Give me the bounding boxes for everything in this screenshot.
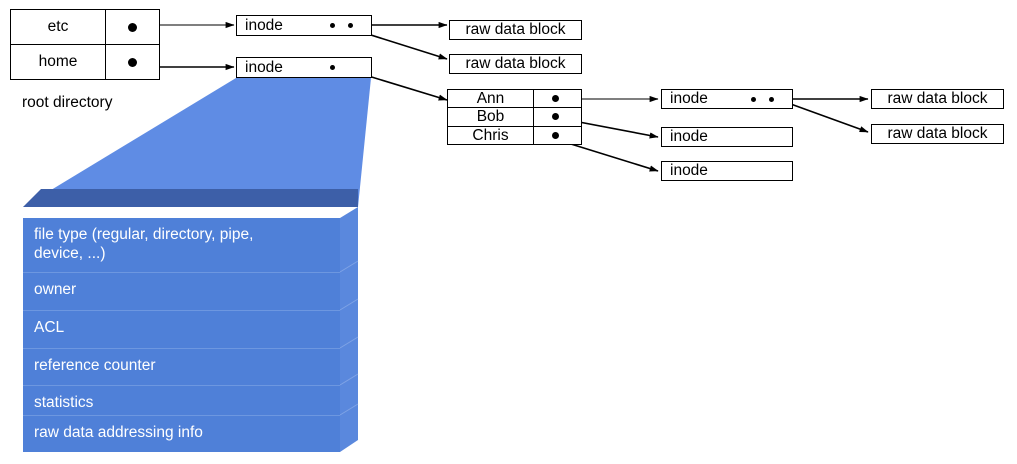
table-row[interactable]: Ann	[448, 90, 581, 109]
table-row[interactable]: Chris	[448, 126, 581, 144]
panel-side-divider	[339, 298, 359, 311]
inode-pointer-dots	[330, 16, 353, 35]
pointer-dot	[769, 96, 774, 102]
table-row[interactable]: home	[11, 45, 159, 79]
inode-box-etc[interactable]: inode	[236, 15, 372, 36]
panel-row-owner[interactable]: owner	[23, 272, 340, 310]
root-directory-table: etc home	[10, 9, 160, 80]
panel-side-divider	[339, 403, 359, 416]
raw-data-block-label: raw data block	[465, 55, 566, 73]
inode-label: inode	[670, 128, 708, 146]
root-entry-name: home	[11, 45, 106, 79]
pointer-dot	[552, 95, 559, 103]
home-entry-name: Chris	[448, 126, 534, 144]
table-row[interactable]: Bob	[448, 108, 581, 127]
panel-row-statistics[interactable]: statistics	[23, 385, 340, 415]
panel-side-divider	[339, 373, 359, 386]
inode-pointer-dots	[330, 58, 335, 77]
panel-row-raw-data-addressing[interactable]: raw data addressing info	[23, 415, 340, 452]
panel-side-divider	[339, 260, 359, 273]
panel-side-divider	[339, 336, 359, 349]
pointer-dot	[552, 113, 559, 121]
panel-row-reference-counter[interactable]: reference counter	[23, 348, 340, 385]
pointer-dot	[128, 57, 137, 67]
panel-row-acl[interactable]: ACL	[23, 310, 340, 348]
inode-box-ann[interactable]: inode	[661, 89, 793, 109]
home-directory-table: Ann Bob Chris	[447, 89, 582, 145]
inode-label: inode	[245, 58, 283, 76]
panel-row-file-type[interactable]: file type (regular, directory, pipe, dev…	[23, 218, 340, 272]
pointer-dot	[348, 23, 353, 28]
panel-side-face	[340, 207, 358, 452]
raw-data-block-2[interactable]: raw data block	[449, 54, 582, 74]
pointer-dot	[128, 22, 137, 32]
pointer-dot	[552, 131, 559, 139]
raw-data-block-4[interactable]: raw data block	[871, 124, 1004, 144]
inode-box-chris[interactable]: inode	[661, 161, 793, 181]
inode-label: inode	[670, 162, 708, 180]
raw-data-block-1[interactable]: raw data block	[449, 20, 582, 40]
root-entry-name: etc	[11, 10, 106, 44]
pointer-dot	[330, 23, 335, 28]
pointer-dot	[751, 96, 756, 102]
wedge-face	[23, 78, 371, 207]
inode-box-home[interactable]: inode	[236, 57, 372, 78]
pointer-dot	[330, 65, 335, 70]
home-entry-name: Bob	[448, 108, 534, 126]
home-entry-name: Ann	[448, 90, 534, 108]
inode-label: inode	[670, 90, 708, 108]
inode-box-bob[interactable]: inode	[661, 127, 793, 147]
raw-data-block-label: raw data block	[887, 90, 988, 108]
raw-data-block-3[interactable]: raw data block	[871, 89, 1004, 109]
table-row[interactable]: etc	[11, 10, 159, 45]
inode-pointer-dots	[751, 90, 774, 108]
root-directory-caption: root directory	[22, 94, 113, 111]
inode-label: inode	[245, 16, 283, 34]
raw-data-block-label: raw data block	[887, 125, 988, 143]
raw-data-block-label: raw data block	[465, 21, 566, 39]
panel-top-face	[23, 189, 358, 207]
